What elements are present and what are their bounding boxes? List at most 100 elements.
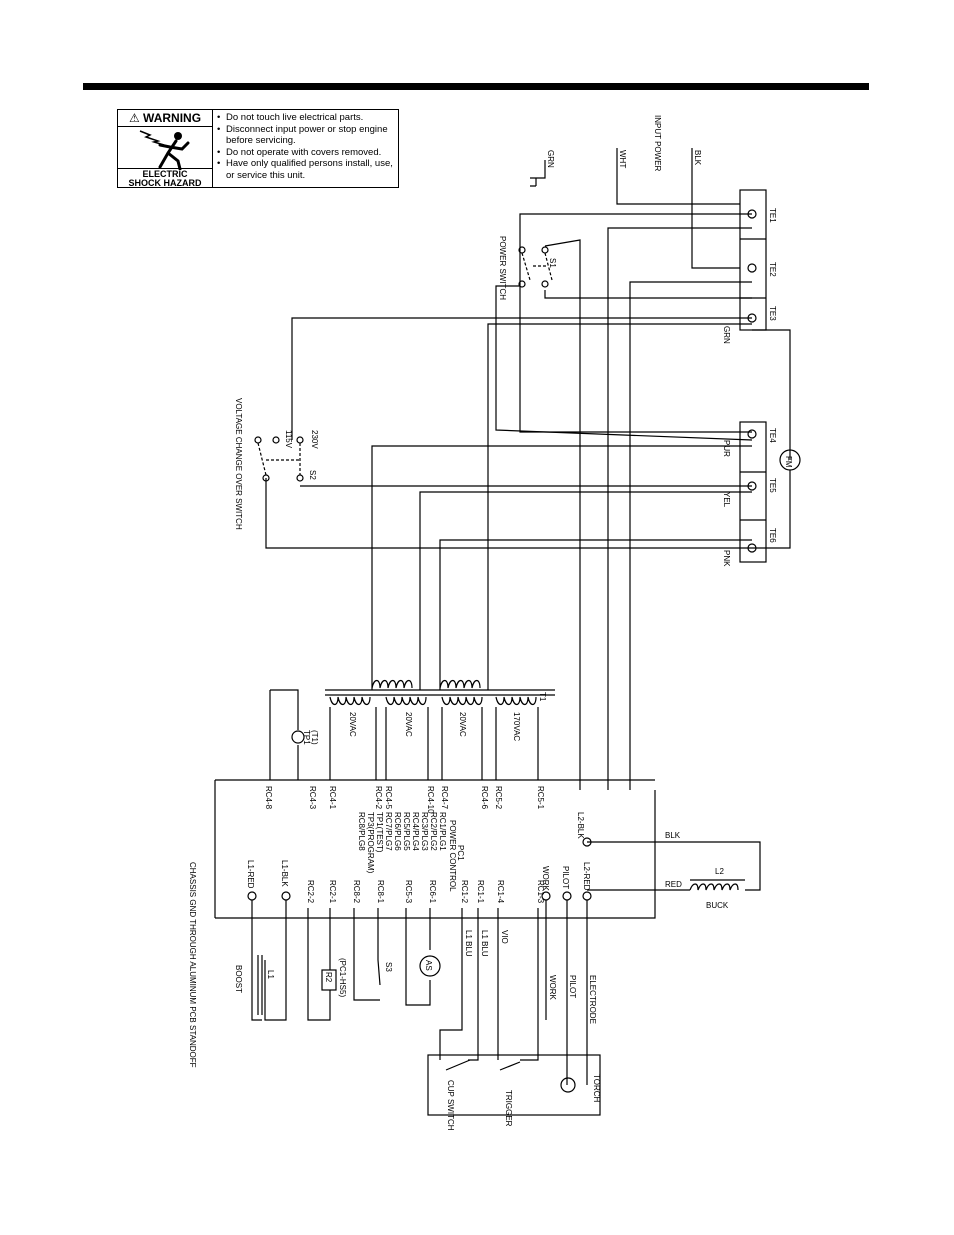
terminal-te6: TE6 (768, 528, 777, 543)
s3-label: S3 (384, 962, 393, 972)
terminal-strip-upper (739, 189, 767, 331)
input-blk-lead (691, 148, 740, 269)
torch-label: TORCH (592, 1074, 601, 1103)
wire-pnk (439, 539, 752, 690)
vio-label: VIO (500, 930, 509, 944)
plug-label: TP1(TEST) (375, 812, 384, 853)
warning-item: Do not operate with covers removed. (217, 147, 397, 159)
rc-top-label: RC4-3 (308, 786, 317, 810)
torch-assembly (427, 1054, 601, 1116)
voltage-switch-label: VOLTAGE CHANGE OVER SWITCH (234, 398, 243, 530)
rc-top-label: RC4-1 (328, 786, 337, 810)
plug-label: RC2/PLG2 (429, 812, 438, 851)
chassis-ground-label: CHASSIS GND THROUGH ALUMINUM PCB STANDOF… (188, 862, 197, 1068)
rc-bottom-label: RC1-2 (460, 880, 469, 904)
secondary-2 (385, 696, 427, 706)
warning-heading: ⚠ WARNING (118, 110, 212, 127)
v230-label: 230V (310, 430, 319, 449)
trigger-label: TRIGGER (504, 1090, 513, 1127)
rc-top-label: RC4-8 (264, 786, 273, 810)
terminal-te5: TE5 (768, 478, 777, 493)
rc-bottom-label: RC1-1 (476, 880, 485, 904)
grn-label: GRN (722, 326, 731, 344)
wire-4 (495, 285, 753, 441)
l2-red-label: L2-RED (582, 862, 591, 891)
plug-label: RC5/PLG5 (402, 812, 411, 851)
secondary-1 (329, 696, 371, 706)
secondary-3 (441, 696, 483, 706)
wire-6 (265, 478, 752, 549)
rc-bottom-label: RC1-4 (496, 880, 505, 904)
red-wire-label: RED (665, 880, 682, 889)
rc-bottom-label: RC2-2 (306, 880, 315, 904)
power-switch-label: POWER SWITCH (498, 236, 507, 300)
tap-20vac-b: 20VAC (404, 712, 413, 737)
wire-1 (519, 213, 752, 433)
r2-resistor (321, 969, 337, 991)
input-power-label: INPUT POWER (653, 115, 662, 172)
plug-label: RC6/PLG6 (393, 812, 402, 851)
primary-winding-a (371, 679, 413, 689)
plug-label: RC4/PLG4 (411, 812, 420, 851)
rc-bottom-label: RC8-2 (352, 880, 361, 904)
primary-winding-b (439, 679, 481, 689)
tap-170vac: 170VAC (512, 712, 521, 741)
blk-wire-label: BLK (665, 831, 681, 840)
wire-yel (419, 491, 752, 690)
l1-label: L1 (266, 970, 275, 979)
rc-bottom-label: RC8-1 (376, 880, 385, 904)
l2-blk-label: L2-BLK (576, 812, 585, 839)
warning-label: ⚠ WARNING ELECTRIC SHOCK HAZARD Do not t… (117, 109, 399, 188)
plug-label: TP3(PROGRAM) (366, 812, 375, 874)
plug-label: RC1/PLG1 (438, 812, 447, 851)
l2-label: L2 (715, 867, 724, 876)
pilot-label: PILOT (561, 866, 570, 889)
pilot-lead-label: PILOT (568, 975, 577, 998)
l1-blu-label-2: L1 BLU (480, 930, 489, 957)
rc-top-label: RC5-1 (536, 786, 545, 810)
tap-20vac-a: 20VAC (348, 712, 357, 737)
hazard-caption: ELECTRIC SHOCK HAZARD (118, 168, 212, 188)
r2-label: R2 (324, 972, 333, 983)
rc-top-label: RC4-6 (480, 786, 489, 810)
rc-bottom-label: RC5-3 (404, 880, 413, 904)
wht-label: WHT (618, 150, 627, 168)
plug-label: RC3/PLG3 (420, 812, 429, 851)
rc-top-label: RC4-7 (440, 786, 449, 810)
s1-label: S1 (548, 258, 557, 268)
wire-3-fan (752, 329, 791, 460)
header-rule (83, 83, 869, 90)
diagram-labels: INPUT POWER GRN WHT BLK TE1 TE2 TE3 TE4 … (188, 115, 793, 1131)
l1-blk-label: L1-BLK (280, 860, 289, 887)
ground-label: GRN (546, 150, 555, 168)
pnk-label: PNK (722, 550, 731, 567)
rc-top-label: RC4-5 (384, 786, 393, 810)
power-control-label: POWER CONTROL (448, 820, 457, 892)
pc1-hs5-label: (PC1-HS5) (338, 958, 347, 997)
fan-label: FM (784, 456, 793, 468)
buck-label: BUCK (706, 901, 729, 910)
l1-red-label: L1-RED (246, 860, 255, 889)
wire-3 (291, 317, 752, 440)
as-label: AS (424, 960, 433, 971)
terminal-te1: TE1 (768, 208, 777, 223)
rc-bottom-label: RC6-1 (428, 880, 437, 904)
v115-label: 115V (284, 430, 293, 449)
tap-20vac-c: 20VAC (458, 712, 467, 737)
warning-item: Disconnect input power or stop engine be… (217, 124, 397, 147)
terminal-te4: TE4 (768, 428, 777, 443)
secondary-4 (495, 696, 537, 706)
warning-item: Have only qualified persons install, use… (217, 158, 397, 181)
boost-label: BOOST (234, 965, 243, 993)
rc-bottom-label: RC2-1 (328, 880, 337, 904)
wire-16 (544, 239, 581, 790)
electrode-label: ELECTRODE (588, 975, 597, 1024)
work-lead-label: WORK (548, 975, 557, 1001)
rc-top-label: RC4-2 (374, 786, 383, 810)
pc1-label: PC1 (456, 845, 465, 861)
warning-item: Do not touch live electrical parts. (217, 112, 397, 124)
wire-grn (487, 323, 752, 690)
wire-2 (629, 281, 752, 790)
rc-top-label: RC4-10 (426, 786, 435, 814)
